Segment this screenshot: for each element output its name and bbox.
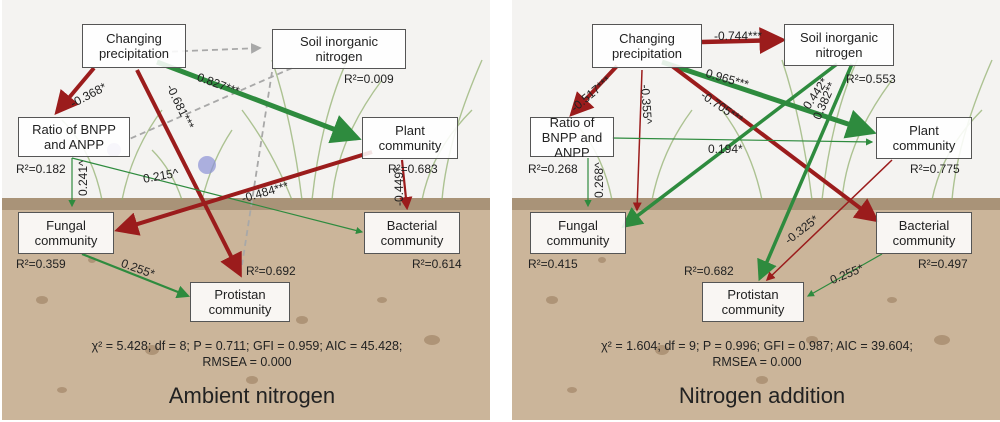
node-changing-precipitation: Changing precipitation <box>592 24 702 68</box>
fit-stats-line-2: RMSEA = 0.000 <box>202 355 292 369</box>
path-arrows <box>54 42 413 299</box>
r2-plant-community: R²=0.683 <box>388 162 438 176</box>
node-plant-community: Plant community <box>876 117 972 159</box>
node-protistan-community: Protistan community <box>190 282 290 322</box>
flower-decoration <box>198 156 216 174</box>
r2-soil-nitrogen: R²=0.553 <box>846 72 896 86</box>
path-arrows <box>569 27 893 297</box>
node-plant-community: Plant community <box>362 117 458 159</box>
fit-stats-line-1: χ² = 5.428; df = 8; P = 0.711; GFI = 0.9… <box>91 339 403 353</box>
node-changing-precipitation: Changing precipitation <box>82 24 186 68</box>
r2-bacterial-community: R²=0.614 <box>412 257 462 271</box>
node-soil-inorganic-nitrogen: Soil inorganic nitrogen <box>272 29 406 69</box>
coef-plant-bacterial: -0.449* <box>392 167 406 206</box>
r2-soil-nitrogen: R²=0.009 <box>344 72 394 86</box>
node-protistan-community: Protistan community <box>702 282 804 322</box>
coef-bnpp-fungal: 0.241^ <box>76 160 90 196</box>
node-bacterial-community: Bacterial community <box>364 212 460 254</box>
r2-protistan-community: R²=0.692 <box>246 264 296 278</box>
node-bacterial-community: Bacterial community <box>876 212 972 254</box>
r2-fungal-community: R²=0.359 <box>16 257 66 271</box>
coef-bnpp-plant: 0.194* <box>708 142 743 156</box>
fit-stats-line-2: RMSEA = 0.000 <box>712 355 802 369</box>
panel-title: Nitrogen addition <box>678 383 846 408</box>
node-fungal-community: Fungal community <box>530 212 626 254</box>
coef-precip-fungal: -0.355^ <box>638 84 655 125</box>
r2-plant-community: R²=0.775 <box>910 162 960 176</box>
r2-bnpp-ratio: R²=0.268 <box>528 162 578 176</box>
fit-stats-line-1: χ² = 1.604; df = 9; P = 0.996; GFI = 0.9… <box>601 339 913 353</box>
fit-statistics: χ² = 1.604; df = 9; P = 0.996; GFI = 0.9… <box>572 338 942 370</box>
r2-protistan-community: R²=0.682 <box>684 264 734 278</box>
fit-statistics: χ² = 5.428; df = 8; P = 0.711; GFI = 0.9… <box>62 338 432 370</box>
r2-fungal-community: R²=0.415 <box>528 257 578 271</box>
node-fungal-community: Fungal community <box>18 212 114 254</box>
coef-precip-soil-n: -0.744*** <box>714 29 763 43</box>
node-bnpp-anpp-ratio: Ratio of BNPP and ANPP <box>530 115 614 160</box>
panel-title: Ambient nitrogen <box>168 383 336 408</box>
r2-bacterial-community: R²=0.497 <box>918 257 968 271</box>
soil-pebbles <box>546 257 950 393</box>
soil-pebbles <box>36 257 440 393</box>
r2-bnpp-ratio: R²=0.182 <box>16 162 66 176</box>
panel-nitrogen-addition: Changing precipitation Soil inorganic ni… <box>512 0 1000 420</box>
panel-ambient-nitrogen: Changing precipitation Soil inorganic ni… <box>2 0 490 420</box>
node-soil-inorganic-nitrogen: Soil inorganic nitrogen <box>784 24 894 66</box>
coef-bnpp-fungal: 0.268^ <box>592 162 606 198</box>
node-bnpp-anpp-ratio: Ratio of BNPP and ANPP <box>18 117 130 157</box>
